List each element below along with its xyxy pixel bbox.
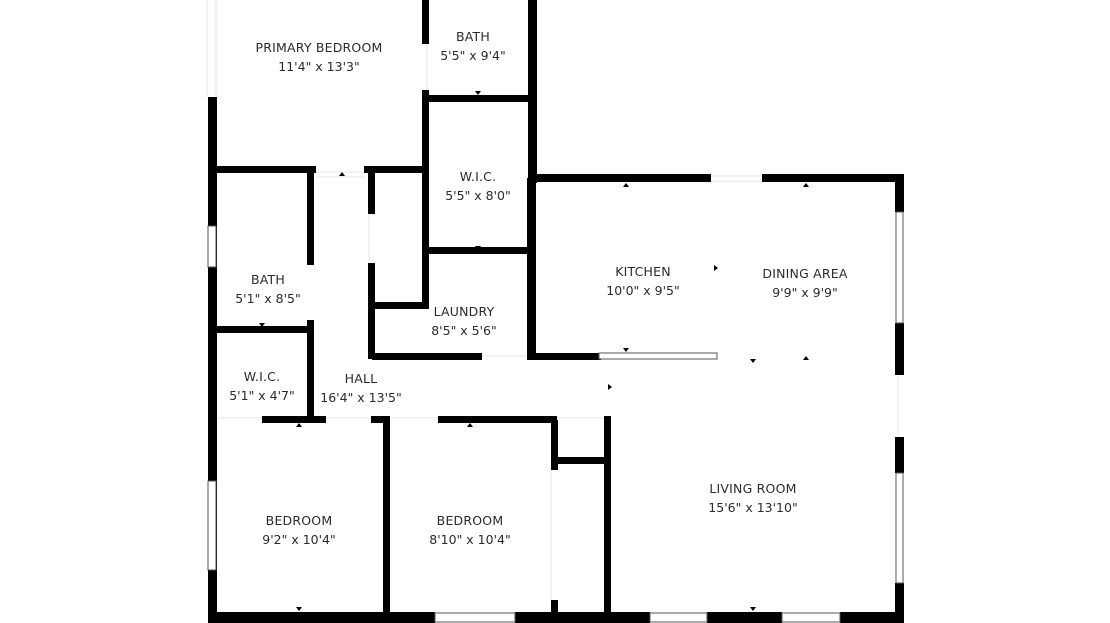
room-dimensions: 9'9" x 9'9" xyxy=(772,285,838,300)
room-label: PRIMARY BEDROOM 11'4" x 13'3" xyxy=(256,38,383,76)
room-label: W.I.C. 5'1" x 4'7" xyxy=(229,367,295,405)
room-label: BATH 5'5" x 9'4" xyxy=(440,27,506,65)
room-name: LIVING ROOM xyxy=(709,481,797,496)
room-name: W.I.C. xyxy=(459,169,497,184)
room-name: DINING AREA xyxy=(762,266,848,281)
room-name: W.I.C. xyxy=(243,369,281,384)
room-label: BEDROOM 8'10" x 10'4" xyxy=(429,511,510,549)
windows xyxy=(207,211,904,623)
walls xyxy=(208,0,904,623)
room-label: BATH 5'1" x 8'5" xyxy=(235,270,301,308)
room-name: PRIMARY BEDROOM xyxy=(255,40,383,55)
room-dimensions: 10'0" x 9'5" xyxy=(606,283,680,298)
room-label: LAUNDRY 8'5" x 5'6" xyxy=(431,302,497,340)
room-name: BATH xyxy=(251,272,285,287)
room-label: KITCHEN 10'0" x 9'5" xyxy=(606,262,679,300)
room-dimensions: 11'4" x 13'3" xyxy=(278,59,360,74)
room-name: KITCHEN xyxy=(615,264,671,279)
room-name: LAUNDRY xyxy=(433,304,495,319)
room-label: BEDROOM 9'2" x 10'4" xyxy=(262,511,335,549)
room-label: W.I.C. 5'5" x 8'0" xyxy=(445,167,511,205)
room-dimensions: 16'4" x 13'5" xyxy=(320,390,402,405)
room-dimensions: 5'1" x 8'5" xyxy=(235,291,301,306)
room-dimensions: 15'6" x 13'10" xyxy=(708,500,798,515)
room-dimensions: 8'5" x 5'6" xyxy=(431,323,497,338)
room-dimensions: 8'10" x 10'4" xyxy=(429,532,511,547)
room-dimensions: 9'2" x 10'4" xyxy=(262,532,336,547)
room-name: HALL xyxy=(344,371,378,386)
room-name: BATH xyxy=(456,29,490,44)
room-label: HALL 16'4" x 13'5" xyxy=(320,369,401,407)
room-label: LIVING ROOM 15'6" x 13'10" xyxy=(708,479,797,517)
room-name: BEDROOM xyxy=(265,513,333,528)
room-dimensions: 5'1" x 4'7" xyxy=(229,388,295,403)
room-name: BEDROOM xyxy=(436,513,504,528)
room-label: DINING AREA 9'9" x 9'9" xyxy=(762,264,847,302)
dimension-markers xyxy=(259,91,809,611)
room-dimensions: 5'5" x 9'4" xyxy=(440,48,506,63)
room-dimensions: 5'5" x 8'0" xyxy=(445,188,511,203)
